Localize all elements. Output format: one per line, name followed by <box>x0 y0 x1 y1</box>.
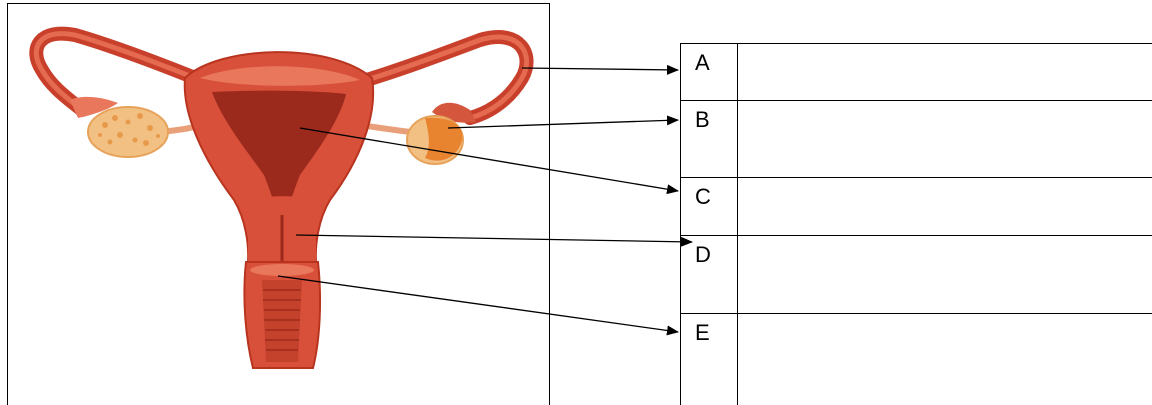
label-letter-b: B <box>680 100 738 178</box>
uterine-cavity <box>212 90 346 230</box>
answer-cell-c[interactable] <box>737 177 1152 236</box>
left-fimbriae <box>70 96 118 118</box>
label-letter-a: A <box>680 43 738 101</box>
answer-cell-b[interactable] <box>737 100 1152 178</box>
label-row-d: D <box>680 235 1152 314</box>
label-row-a: A <box>680 43 1152 101</box>
left-ovary <box>87 106 169 158</box>
label-row-c: C <box>680 177 1152 236</box>
reproductive-system-illustration <box>29 26 534 369</box>
answer-cell-e[interactable] <box>737 313 1152 405</box>
label-row-b: B <box>680 100 1152 178</box>
label-row-e: E <box>680 313 1152 405</box>
label-letter-c: C <box>680 177 738 236</box>
label-letter-e: E <box>680 313 738 405</box>
answer-cell-a[interactable] <box>737 43 1152 101</box>
answer-cell-d[interactable] <box>737 235 1152 314</box>
label-letter-d: D <box>680 235 738 314</box>
label-table: A B C D E <box>680 43 1152 405</box>
